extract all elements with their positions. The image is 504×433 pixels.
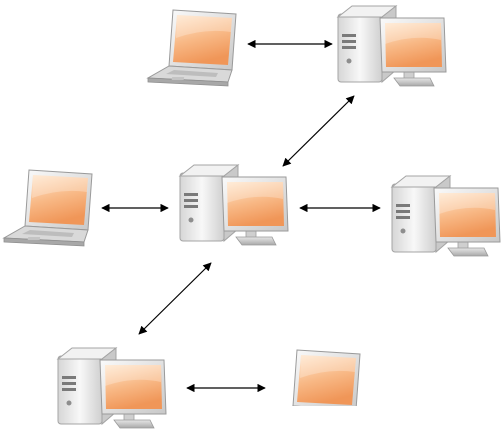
desktop-icon-desktop-center (178, 163, 289, 246)
desktop-icon-desktop-bottom-left (56, 346, 167, 429)
laptop-icon-laptop-top (146, 9, 237, 87)
desktop-icon-desktop-right (390, 174, 501, 257)
connections (101, 39, 381, 393)
arrow-desktop-center-to-desktop-bottom-left (138, 262, 212, 335)
desktop-icon-desktop-top-right (336, 4, 447, 87)
laptop-icon-laptop-bottom-right (291, 349, 361, 406)
devices (2, 4, 501, 429)
arrow-desktop-top-right-to-desktop-center (282, 95, 355, 167)
laptop-icon-laptop-left (2, 169, 93, 247)
